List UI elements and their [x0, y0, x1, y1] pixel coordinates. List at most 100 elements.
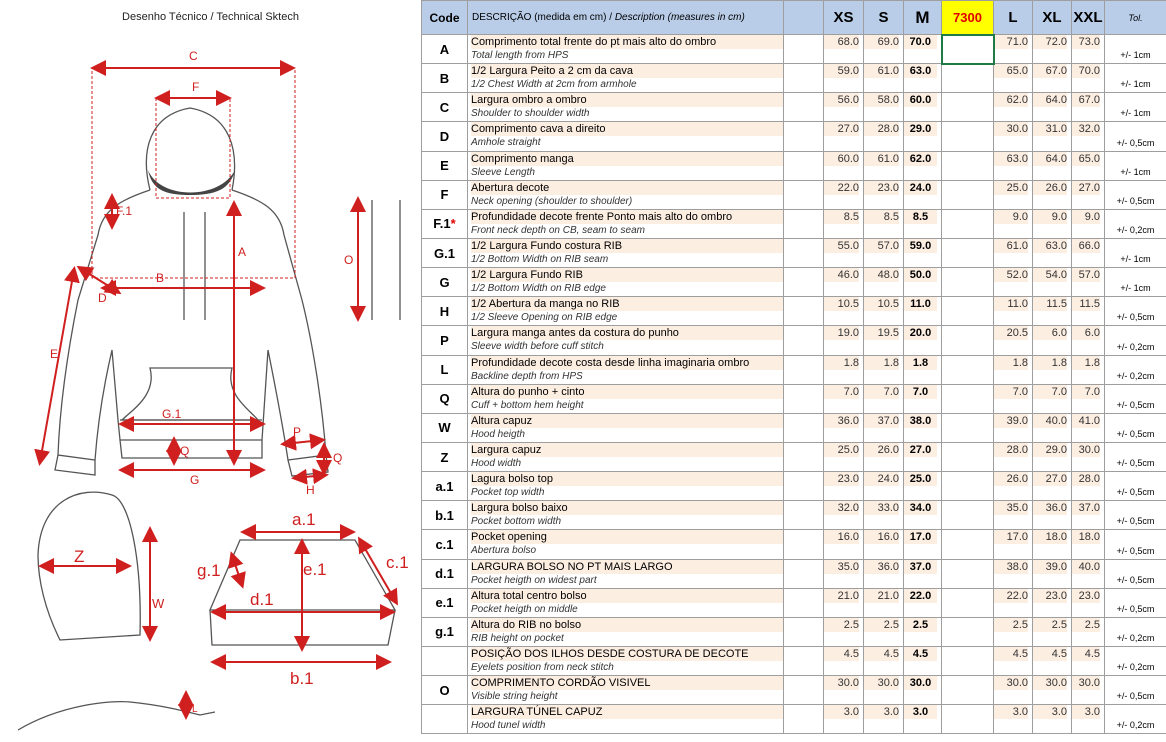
blank-cell[interactable] — [783, 558, 824, 589]
size-xxl-cell[interactable]: 9.0 — [1071, 208, 1105, 239]
size-xxl-cell[interactable]: 28.0 — [1071, 471, 1105, 502]
size-s-cell[interactable]: 1.8 — [863, 354, 904, 385]
size-l-cell[interactable]: 20.5 — [993, 325, 1033, 356]
blank-cell[interactable] — [783, 616, 824, 647]
header-size-xl[interactable]: XL — [1032, 0, 1072, 35]
description-cell[interactable]: Comprimento total frente do pt mais alto… — [467, 33, 784, 65]
size-xl-cell[interactable]: 11.5 — [1032, 296, 1072, 327]
blank-cell[interactable] — [783, 63, 824, 94]
code-cell[interactable]: a.1 — [421, 471, 468, 502]
tolerance-cell[interactable]: +/- 1cm — [1104, 63, 1166, 94]
blank-cell[interactable] — [783, 441, 824, 473]
tolerance-cell[interactable]: +/- 0,5cm — [1104, 587, 1166, 618]
size-xs-cell[interactable]: 36.0 — [823, 412, 864, 443]
size-l-cell[interactable]: 35.0 — [993, 500, 1033, 531]
size-m-cell[interactable]: 63.0 — [903, 63, 942, 94]
code-cell[interactable] — [421, 645, 468, 677]
sample-7300-cell[interactable] — [941, 587, 994, 618]
size-xl-cell[interactable]: 39.0 — [1032, 558, 1072, 589]
header-sample-7300[interactable]: 7300 — [941, 0, 994, 35]
code-cell[interactable]: G — [421, 267, 468, 298]
code-cell[interactable]: P — [421, 325, 468, 356]
blank-cell[interactable] — [783, 383, 824, 414]
size-xl-cell[interactable]: 29.0 — [1032, 441, 1072, 473]
code-cell[interactable]: C — [421, 92, 468, 123]
size-xl-cell[interactable]: 1.8 — [1032, 354, 1072, 385]
tolerance-cell[interactable]: +/- 1cm — [1104, 267, 1166, 298]
size-xxl-cell[interactable]: 30.0 — [1071, 675, 1105, 706]
code-cell[interactable]: F.1* — [421, 208, 468, 239]
size-m-cell[interactable]: 60.0 — [903, 92, 942, 123]
code-cell[interactable]: Q — [421, 383, 468, 414]
size-l-cell[interactable]: 28.0 — [993, 441, 1033, 473]
sample-7300-cell[interactable] — [941, 267, 994, 298]
header-size-s[interactable]: S — [863, 0, 904, 35]
code-cell[interactable]: Z — [421, 441, 468, 473]
size-xl-cell[interactable]: 4.5 — [1032, 645, 1072, 677]
size-s-cell[interactable]: 7.0 — [863, 383, 904, 414]
size-xxl-cell[interactable]: 41.0 — [1071, 412, 1105, 443]
size-xl-cell[interactable]: 9.0 — [1032, 208, 1072, 239]
size-l-cell[interactable]: 9.0 — [993, 208, 1033, 239]
sample-7300-cell[interactable] — [941, 92, 994, 123]
blank-cell[interactable] — [783, 529, 824, 560]
size-s-cell[interactable]: 21.0 — [863, 587, 904, 618]
blank-cell[interactable] — [783, 587, 824, 618]
size-l-cell[interactable]: 30.0 — [993, 675, 1033, 706]
size-xxl-cell[interactable]: 3.0 — [1071, 704, 1105, 735]
tolerance-cell[interactable]: +/- 0,5cm — [1104, 383, 1166, 414]
sample-7300-cell[interactable] — [941, 558, 994, 589]
code-cell[interactable]: O — [421, 675, 468, 706]
size-xxl-cell[interactable]: 32.0 — [1071, 121, 1105, 152]
size-l-cell[interactable]: 63.0 — [993, 150, 1033, 181]
sample-7300-cell[interactable] — [941, 500, 994, 531]
header-size-xxl[interactable]: XXL — [1071, 0, 1105, 35]
size-l-cell[interactable]: 26.0 — [993, 471, 1033, 502]
size-xxl-cell[interactable]: 7.0 — [1071, 383, 1105, 414]
sample-7300-cell[interactable] — [941, 354, 994, 385]
sample-7300-cell[interactable] — [941, 616, 994, 647]
tolerance-cell[interactable]: +/- 0,2cm — [1104, 645, 1166, 677]
code-cell[interactable]: F — [421, 179, 468, 210]
size-m-cell[interactable]: 59.0 — [903, 237, 942, 269]
size-xs-cell[interactable]: 35.0 — [823, 558, 864, 589]
sample-7300-cell[interactable] — [941, 63, 994, 94]
sample-7300-cell[interactable] — [941, 645, 994, 677]
tolerance-cell[interactable]: +/- 0,5cm — [1104, 179, 1166, 210]
blank-cell[interactable] — [783, 325, 824, 356]
header-size-xs[interactable]: XS — [823, 0, 864, 35]
size-xl-cell[interactable]: 26.0 — [1032, 179, 1072, 210]
size-l-cell[interactable]: 4.5 — [993, 645, 1033, 677]
blank-cell[interactable] — [783, 237, 824, 269]
size-xxl-cell[interactable]: 40.0 — [1071, 558, 1105, 589]
size-xl-cell[interactable]: 2.5 — [1032, 616, 1072, 647]
size-s-cell[interactable]: 10.5 — [863, 296, 904, 327]
size-m-cell[interactable]: 50.0 — [903, 267, 942, 298]
size-l-cell[interactable]: 17.0 — [993, 529, 1033, 560]
sample-7300-cell[interactable] — [941, 471, 994, 502]
size-xxl-cell[interactable]: 66.0 — [1071, 237, 1105, 269]
header-code[interactable]: Code — [421, 0, 468, 35]
size-xl-cell[interactable]: 7.0 — [1032, 383, 1072, 414]
size-s-cell[interactable]: 48.0 — [863, 267, 904, 298]
sample-7300-cell[interactable] — [940, 33, 995, 65]
size-xs-cell[interactable]: 8.5 — [823, 208, 864, 239]
size-xs-cell[interactable]: 22.0 — [823, 179, 864, 210]
code-cell[interactable]: B — [421, 63, 468, 94]
size-s-cell[interactable]: 8.5 — [863, 208, 904, 239]
size-m-cell[interactable]: 22.0 — [903, 587, 942, 618]
size-l-cell[interactable]: 61.0 — [993, 237, 1033, 269]
size-xs-cell[interactable]: 68.0 — [823, 33, 864, 65]
size-xl-cell[interactable]: 31.0 — [1032, 121, 1072, 152]
blank-cell[interactable] — [783, 92, 824, 123]
tolerance-cell[interactable]: +/- 0,5cm — [1104, 121, 1166, 152]
sample-7300-cell[interactable] — [941, 383, 994, 414]
size-l-cell[interactable]: 11.0 — [993, 296, 1033, 327]
